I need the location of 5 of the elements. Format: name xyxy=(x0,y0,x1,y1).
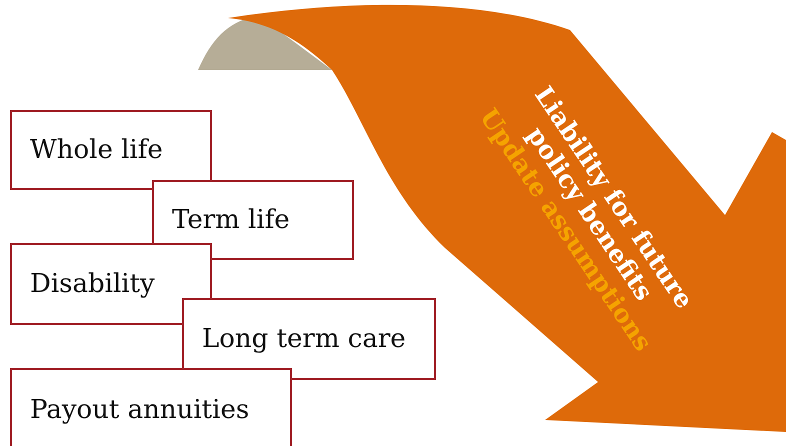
category-box: Long term care xyxy=(182,298,436,380)
category-box: Term life xyxy=(152,180,354,260)
category-box: Payout annuities xyxy=(10,368,292,446)
category-box: Disability xyxy=(10,243,212,325)
category-box: Whole life xyxy=(10,110,212,190)
